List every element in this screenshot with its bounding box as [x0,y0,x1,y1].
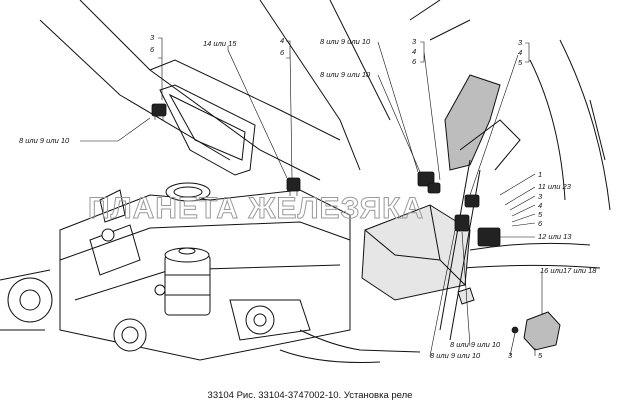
callout-c4-top: 4 [280,36,284,45]
callout-c3: 14 или 15 [203,39,237,48]
callout-c5: 8 или 9 или 10 [320,37,371,46]
callout-r7: 12 или 13 [538,232,572,241]
callout-c2: 8 или 9 или 10 [19,136,70,145]
callout-labels: 3 6 8 или 9 или 10 14 или 15 4 6 8 или 9… [19,33,597,360]
watermark-text: ПЛАНЕТА ЖЕЛЕЗЯКА [88,192,424,225]
callout-c8-c: 5 [518,58,523,67]
callout-c1-bottom: 6 [150,45,155,54]
callout-r3: 3 [538,192,543,201]
callout-r4: 4 [538,201,542,210]
callout-c7-b: 4 [412,47,416,56]
callout-c7-c: 6 [412,57,417,66]
callout-b1: 8 или 9 или 10 [450,340,501,349]
callout-c4-bottom: 6 [280,48,285,57]
callout-c1-top: 3 [150,33,155,42]
callout-r5: 5 [538,210,543,219]
callout-r6: 6 [538,219,543,228]
relay-left [151,103,167,120]
callout-r8: 16 или17 или 18 [540,266,597,275]
callout-c8-a: 3 [518,38,523,47]
relay-cluster-upper [417,171,441,194]
engine-compartment-drawing [0,0,611,363]
callout-b2: 8 или 9 или 10 [430,351,481,360]
figure-caption: 33104 Рис. 33104-3747002-10. Установка р… [208,390,413,401]
callout-c7-a: 3 [412,37,417,46]
relay-center [286,177,301,196]
relay-loose-part [511,311,561,351]
callout-r2: 11 или 23 [538,182,572,191]
leader-lines [80,37,543,357]
callout-b4: 5 [538,351,543,360]
callout-r1: 1 [538,170,542,179]
callout-b3: 3 [508,351,513,360]
callout-c6: 8 или 9 или 10 [320,70,371,79]
callout-c8-b: 4 [518,48,522,57]
